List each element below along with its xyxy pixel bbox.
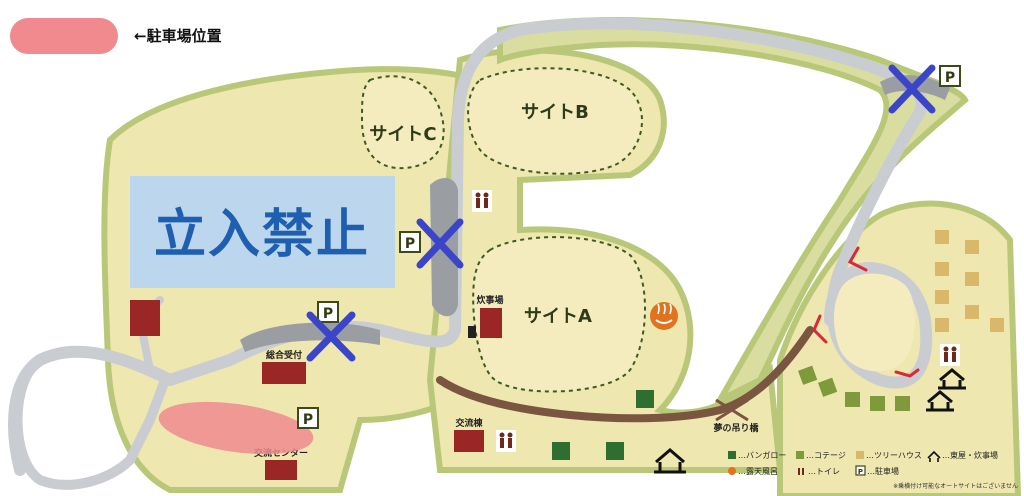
toilet-icon-east bbox=[940, 344, 960, 366]
legend-bath-icon bbox=[728, 467, 736, 475]
legend-treehouse-swatch bbox=[856, 451, 864, 459]
parking-position-label: ←駐車場位置 bbox=[134, 27, 222, 45]
parking-position-swatch bbox=[10, 18, 118, 54]
site-a-label: サイトA bbox=[524, 306, 592, 327]
bridge-mark bbox=[715, 398, 749, 422]
no-entry-box bbox=[130, 176, 395, 288]
parking-sign-center: P bbox=[399, 231, 421, 253]
parking-position-legend: ←駐車場位置 bbox=[10, 18, 222, 54]
legend-note: ※乗横付け可能なオートサイトはございません bbox=[893, 482, 1018, 490]
west-building bbox=[130, 300, 160, 336]
highlighted-parking-area bbox=[158, 401, 314, 455]
closed-x-northeast bbox=[888, 64, 936, 114]
exchange-building-label: 交流棟 bbox=[455, 417, 483, 429]
arbor-icon-east-1 bbox=[938, 368, 966, 390]
kitchen-label: 炊事場 bbox=[476, 294, 503, 306]
legend-open-bath: …露天風呂 bbox=[738, 467, 778, 476]
exchange-center-building bbox=[265, 460, 297, 480]
closed-x-center bbox=[416, 218, 464, 269]
svg-text:P: P bbox=[405, 236, 415, 252]
legend-cottage-swatch bbox=[796, 451, 804, 459]
reception-building bbox=[262, 362, 306, 384]
svg-text:P: P bbox=[303, 412, 313, 428]
buildings bbox=[130, 300, 502, 480]
legend-parking-icon bbox=[855, 465, 866, 476]
parking-sign-reception: P bbox=[317, 301, 339, 323]
toilet-icons bbox=[472, 190, 960, 452]
bridge-label: 夢の吊り橋 bbox=[713, 422, 759, 434]
site-b-label: サイトB bbox=[521, 102, 589, 123]
toilet-icon-north bbox=[472, 190, 492, 212]
closed-x-reception bbox=[306, 311, 356, 362]
legend-treehouse: …ツリーハウス bbox=[866, 451, 922, 460]
legend-bungalow: …バンガロー bbox=[738, 450, 786, 460]
legend-arbor-kitchen: …東屋・炊事場 bbox=[942, 450, 998, 460]
map-legend: …バンガロー …コテージ …ツリーハウス …東屋・炊事場 …露天風呂 …トイレ … bbox=[728, 450, 1018, 490]
svg-text:P: P bbox=[945, 70, 955, 86]
parking-sign-northeast: P bbox=[939, 65, 961, 87]
exchange-building bbox=[454, 430, 484, 452]
site-c-area bbox=[360, 75, 445, 170]
closed-parking-markers bbox=[306, 64, 936, 362]
kitchen-sink-marker bbox=[468, 326, 476, 338]
main-road bbox=[8, 17, 933, 476]
parking-signs: P P P P bbox=[297, 65, 961, 429]
left-loop-road bbox=[12, 355, 170, 490]
toilet-icon-exchange bbox=[496, 430, 516, 452]
legend-arbor-icon bbox=[927, 450, 941, 462]
site-labels: サイトC サイトB サイトA bbox=[369, 102, 592, 327]
camp-sites bbox=[360, 67, 916, 393]
forest-path bbox=[436, 326, 814, 423]
kitchen-building bbox=[480, 308, 502, 338]
no-entry-text: 立入禁止 bbox=[154, 205, 370, 265]
svg-text:P: P bbox=[323, 306, 333, 322]
legend-parking: …駐車場 bbox=[867, 466, 899, 476]
arbor-icons bbox=[654, 368, 966, 474]
legend-parking-symbol: P bbox=[858, 468, 863, 476]
open-bath-icon bbox=[650, 302, 678, 330]
bungalows bbox=[552, 390, 654, 460]
arbor-icon-east-2 bbox=[926, 390, 954, 412]
legend-cottage: …コテージ bbox=[806, 451, 846, 460]
reception-label: 総合受付 bbox=[266, 349, 302, 361]
arbor-icon-south bbox=[654, 448, 686, 474]
upper-right-ridge bbox=[497, 17, 969, 408]
no-entry-zone: 立入禁止 bbox=[130, 176, 395, 288]
site-a-area bbox=[472, 236, 646, 393]
treehouses bbox=[935, 230, 1004, 332]
reception-parking-lot bbox=[240, 322, 380, 352]
east-loop-area bbox=[834, 273, 916, 372]
cottages bbox=[798, 365, 910, 411]
site-c-label: サイトC bbox=[369, 124, 436, 145]
legend-bungalow-swatch bbox=[728, 451, 736, 459]
parking-sign-south: P bbox=[297, 407, 319, 429]
site-b-area bbox=[467, 67, 643, 175]
one-way-arrows bbox=[812, 246, 920, 378]
legend-toilet: …トイレ bbox=[808, 467, 840, 476]
legend-toilet-icon bbox=[798, 468, 804, 475]
